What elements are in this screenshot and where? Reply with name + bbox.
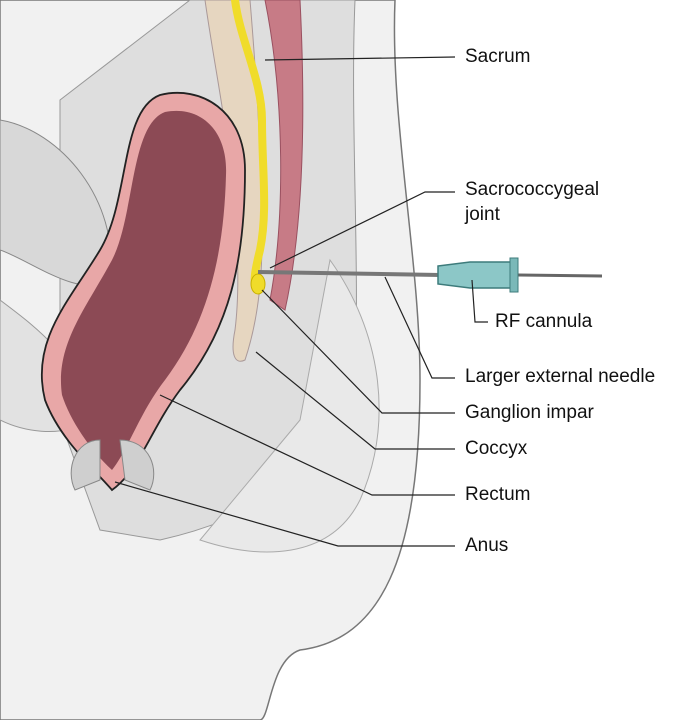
leader-rectum — [159, 394, 455, 496]
anal-sphincter — [70, 439, 155, 491]
cannula-hub-tip — [509, 257, 519, 293]
leader-external-needle — [384, 276, 455, 379]
label-rf-cannula: RF cannula — [495, 311, 593, 332]
leader-coccyx — [255, 351, 455, 450]
external-needle — [257, 270, 441, 277]
label-sacrococcygeal-2: joint — [465, 204, 500, 225]
label-sacrum: Sacrum — [465, 46, 531, 67]
leader-ganglion — [261, 289, 455, 414]
label-rectum: Rectum — [465, 484, 531, 505]
leader-rf-cannula — [471, 279, 488, 323]
cannula-hub — [437, 261, 513, 289]
label-coccyx: Coccyx — [465, 438, 528, 459]
buttock — [199, 258, 380, 553]
sympathetic-chain — [231, 0, 269, 294]
leader-sacrococcygeal — [269, 191, 455, 269]
rectal-fascia — [264, 0, 304, 311]
label-sacrococcygeal-1: Sacrococcygeal — [465, 179, 600, 200]
leader-sacrum — [264, 56, 456, 61]
label-anus: Anus — [465, 535, 509, 556]
rectum-lumen — [60, 110, 227, 470]
leader-anus — [114, 481, 455, 547]
leader-lines — [114, 56, 488, 547]
label-ganglion-impar: Ganglion impar — [465, 402, 594, 423]
label-external-needle: Larger external needle — [465, 366, 656, 387]
